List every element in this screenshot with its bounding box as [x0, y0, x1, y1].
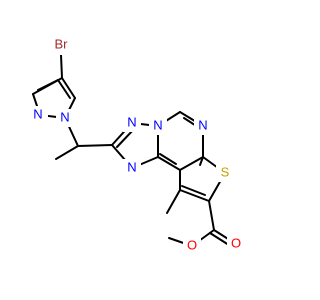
label-mask-n-pyrimidine [194, 117, 212, 135]
atom-label-n-pyrazole-2: N [33, 106, 42, 121]
atom-label-n-pyrimidine: N [198, 117, 207, 132]
atom-label-n-triazole-bridge: N [153, 117, 162, 132]
bond-ch-triazole [77, 144, 113, 147]
label-mask-n-triazole-upper [123, 114, 141, 132]
label-mask-o-ester [183, 237, 201, 255]
atom-label-n-pyrazole-1: N [60, 109, 69, 124]
label-mask-o-carbonyl [227, 235, 245, 253]
label-mask-br [48, 35, 74, 55]
bond-c9a-c8a [157, 156, 181, 171]
atom-label-br: Br [55, 36, 69, 51]
atom-label-n-triazole-lower: N [127, 159, 136, 174]
atom-label-n-triazole-upper: N [127, 114, 136, 129]
atom-label-s-thiophene: S [221, 164, 230, 179]
bond-c3-c4-double [37, 79, 59, 91]
bond-br-c4 [60, 54, 63, 79]
bond-c6a-c9a [179, 156, 204, 171]
bond-c9a-c8a-double [159, 153, 177, 165]
bond-c7-carboxyl [208, 200, 215, 231]
bond-c7-c8-double [181, 185, 206, 196]
bond-c8-methyl [166, 189, 181, 214]
label-mask-n-pyrazole-1 [56, 109, 74, 127]
bond-ch-methyl [55, 145, 79, 160]
bond-c6a-thiophene-inner [199, 156, 204, 166]
molecule-canvas: Br N N N N N N S O O [30, 35, 245, 255]
label-mask-n-triazole-lower [123, 159, 141, 177]
label-mask-n-pyrazole-2 [30, 106, 48, 124]
label-mask-s-thiophene [216, 164, 234, 182]
bond-c4-c5-double [57, 79, 71, 99]
molecule-structure: Br N N N N N N S O O [30, 35, 245, 255]
atom-label-o-ester: O [187, 237, 197, 252]
atom-label-layer: Br N N N N N N S O O [30, 35, 245, 255]
bond-layer [32, 54, 237, 248]
bond-c7-c8 [179, 189, 210, 202]
atom-label-o-carbonyl: O [231, 235, 241, 250]
label-mask-n-triazole-bridge [149, 117, 167, 135]
bond-c4-c5 [61, 77, 76, 99]
